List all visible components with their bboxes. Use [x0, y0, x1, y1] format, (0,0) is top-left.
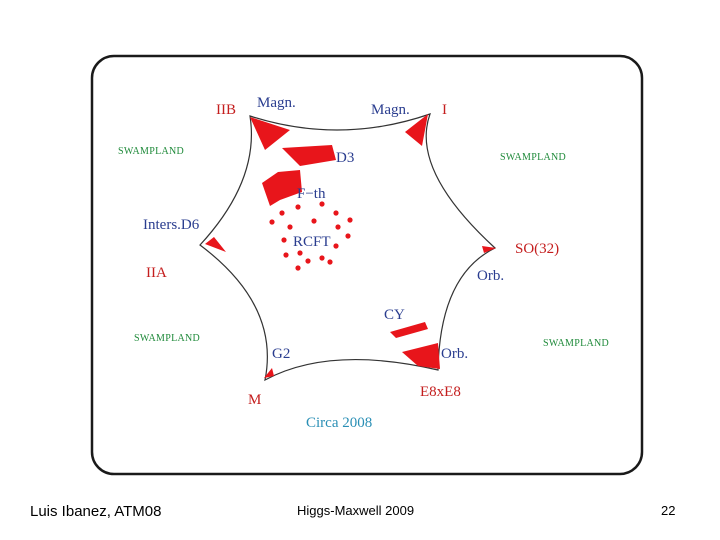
rcft-dot	[319, 201, 325, 207]
patch-so32	[482, 246, 496, 253]
patch-i-corner	[405, 114, 428, 146]
footer-author: Luis Ibanez, ATM08	[30, 503, 162, 520]
patch-m-corner	[264, 368, 274, 378]
label-iia: IIA	[146, 265, 167, 281]
rcft-dots	[269, 201, 353, 271]
rcft-dot	[281, 237, 287, 243]
rcft-dot	[283, 252, 289, 258]
rcft-dot	[269, 219, 275, 225]
label-e8xe8: E8xE8	[420, 384, 461, 400]
label-iib: IIB	[216, 102, 236, 118]
diagram-frame	[90, 54, 644, 476]
label-i: I	[442, 102, 447, 118]
label-g2: G2	[272, 346, 290, 362]
label-magn-right: Magn.	[371, 102, 410, 118]
patch-fth	[262, 170, 302, 206]
caption-circa: Circa 2008	[306, 415, 372, 431]
rcft-dot	[287, 224, 293, 230]
label-swampland-top-left: SWAMPLAND	[118, 146, 184, 157]
footer-page-number: 22	[661, 503, 676, 518]
patch-cy	[390, 322, 428, 338]
label-cy: CY	[384, 307, 405, 323]
moduli-space-boundary	[199, 113, 497, 382]
rcft-dot	[347, 217, 353, 223]
label-swampland-bottom-left: SWAMPLAND	[134, 333, 200, 344]
label-so32: SO(32)	[515, 241, 559, 257]
rcft-dot	[333, 243, 339, 249]
patch-iib-corner	[250, 117, 290, 150]
label-orb-bottom: Orb.	[441, 346, 468, 362]
vacua-patches	[205, 114, 496, 378]
footer-event: Higgs-Maxwell 2009	[297, 503, 415, 518]
label-m: M	[248, 392, 261, 408]
label-swampland-top-right: SWAMPLAND	[500, 152, 566, 163]
label-rcft: RCFT	[293, 234, 331, 250]
label-swampland-bottom-right: SWAMPLAND	[543, 338, 609, 349]
patch-e8xe8	[402, 343, 440, 369]
patch-d3	[282, 145, 336, 166]
rcft-dot	[345, 233, 351, 239]
rcft-dot	[335, 224, 341, 230]
label-orb-right: Orb.	[477, 268, 504, 284]
label-d3: D3	[336, 150, 354, 166]
label-inters-d6: Inters.D6	[143, 217, 200, 233]
label-magn-left: Magn.	[257, 95, 296, 111]
rcft-dot	[333, 210, 339, 216]
rcft-dot	[279, 210, 285, 216]
label-fth: F−th	[297, 186, 326, 202]
rcft-dot	[305, 258, 311, 264]
rcft-dot	[297, 250, 303, 256]
rcft-dot	[295, 204, 301, 210]
patch-d6	[205, 237, 226, 252]
rcft-dot	[311, 218, 317, 224]
rcft-dot	[319, 255, 325, 261]
rcft-dot	[295, 265, 301, 271]
rcft-dot	[327, 259, 333, 265]
